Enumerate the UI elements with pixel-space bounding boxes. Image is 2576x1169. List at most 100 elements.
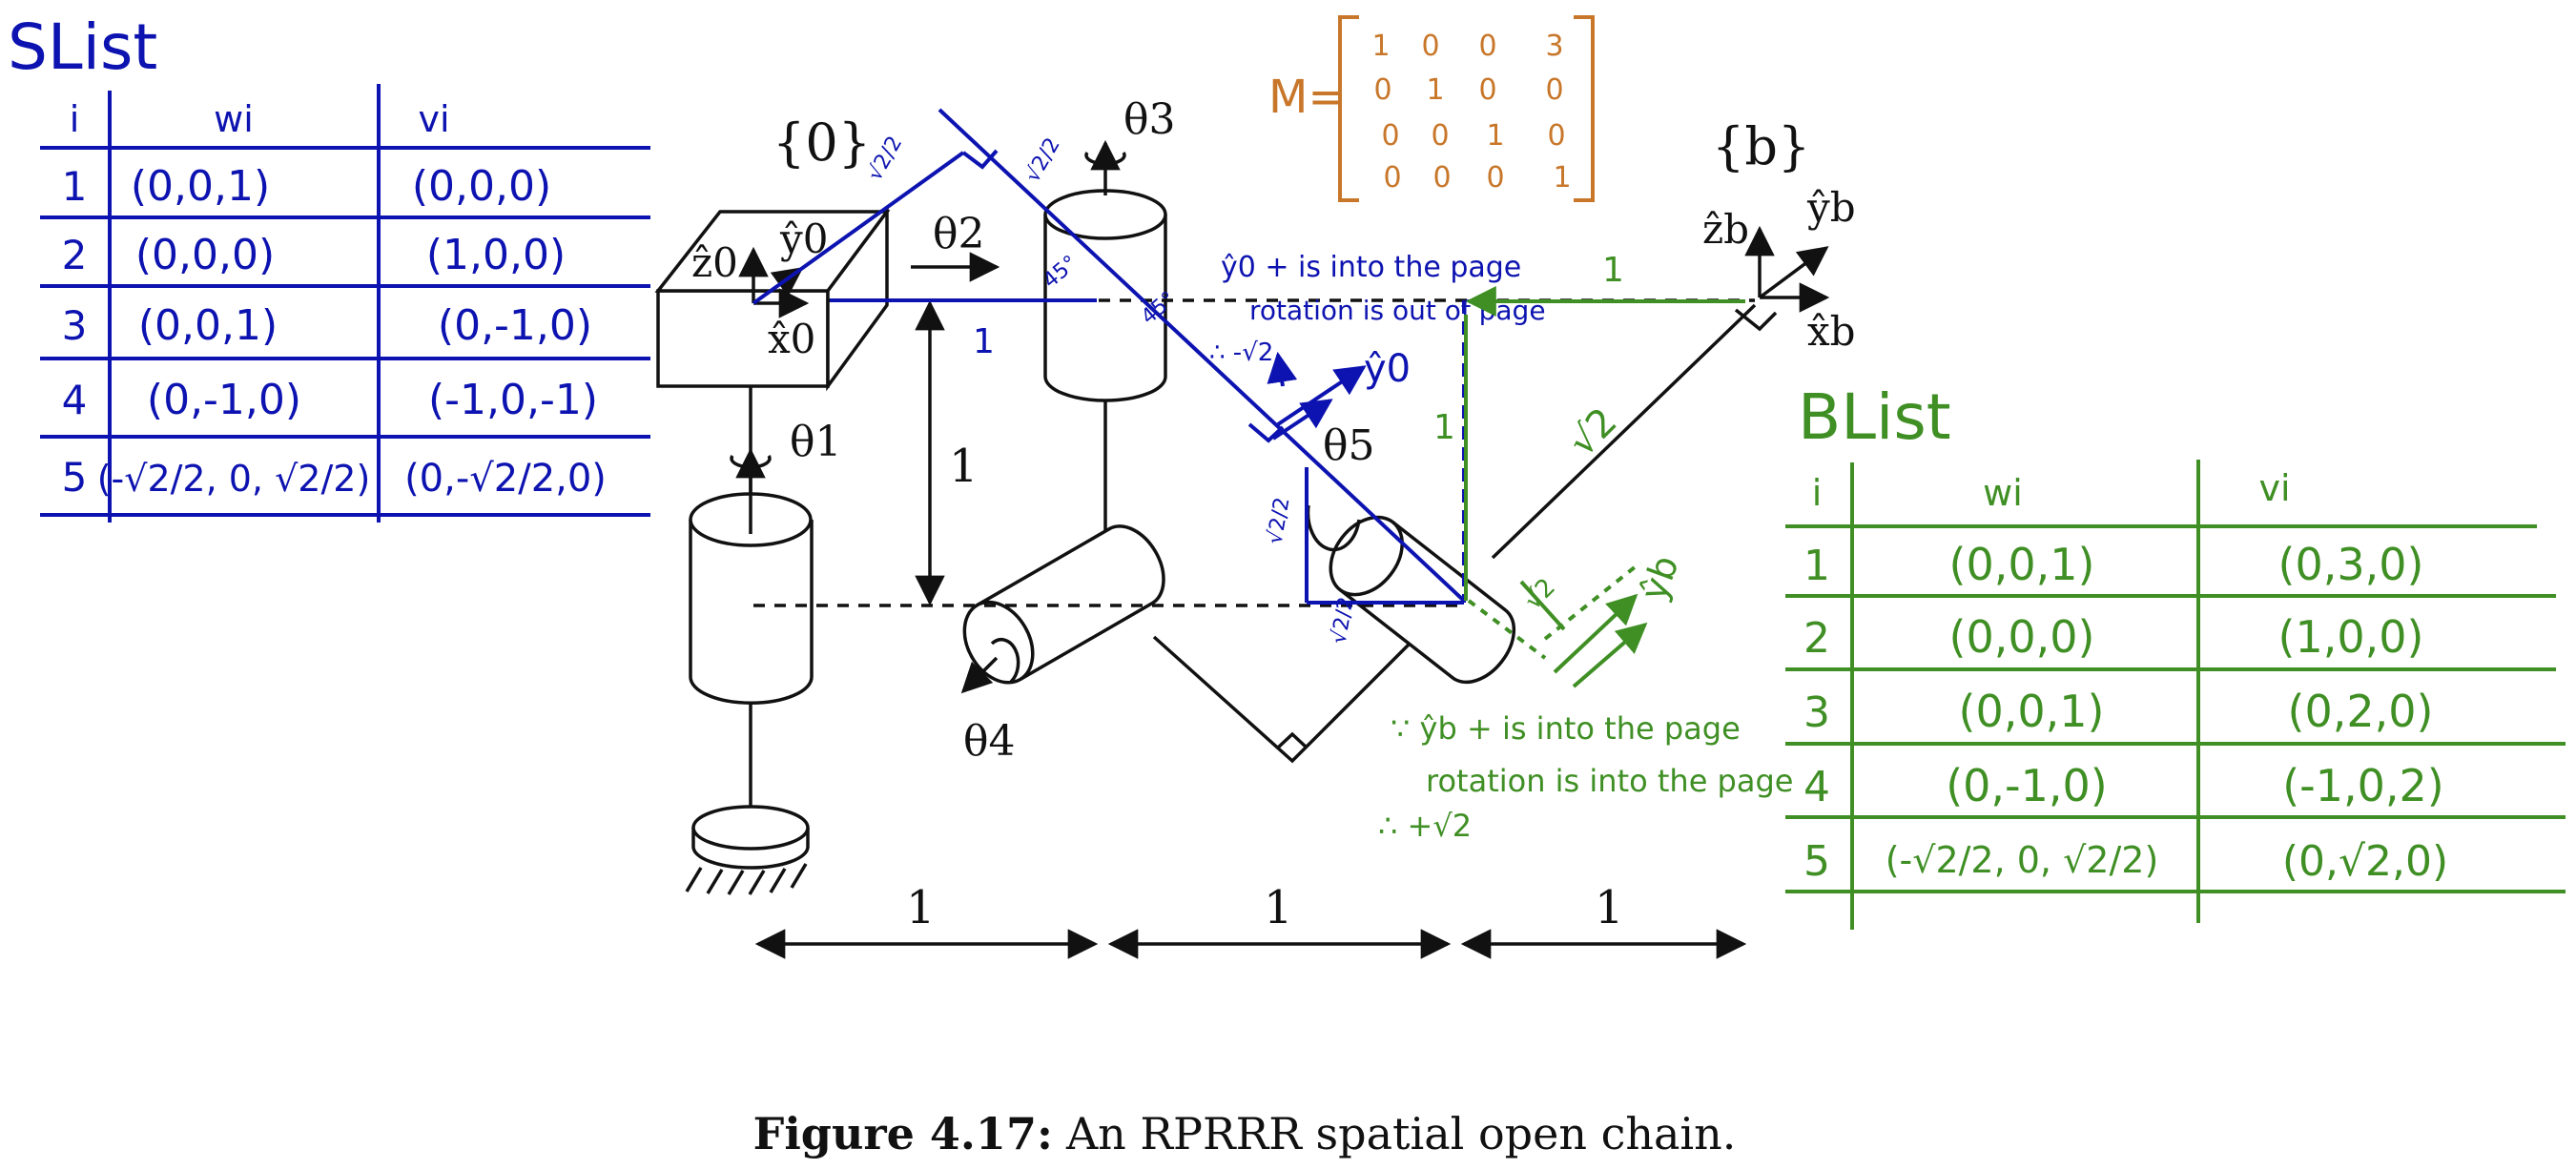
blist-row-w: (-√2/2, 0, √2/2)	[1886, 839, 2159, 881]
theta3-rotation-arrow	[1084, 151, 1126, 166]
blue-diagonal-main	[938, 108, 1466, 603]
slist-table: SList i wi vi 1 (0,0,1) (0,0,0) 2 (0,0,0…	[8, 10, 650, 523]
end-link	[1491, 303, 1757, 560]
m-cell: 0	[1381, 119, 1399, 153]
blue-note-line3: ∴ -√2	[1209, 338, 1273, 367]
slist-grid	[40, 84, 650, 523]
m-cell: 1	[1553, 161, 1571, 195]
green-note-line2: rotation is into the page	[1426, 763, 1793, 799]
m-cell: 1	[1486, 119, 1504, 153]
z0-label: ẑ0	[691, 239, 738, 286]
x0-label: x̂0	[768, 316, 815, 362]
wrist-link	[1152, 635, 1418, 764]
slist-row-w: (0,0,1)	[138, 301, 278, 350]
blist-table: BList i wi vi 1 (0,0,1) (0,3,0) 2 (0,0,0…	[1785, 380, 2566, 930]
blue-note-line2: rotation is out of page	[1249, 295, 1546, 326]
slist-row-v: (0,-√2/2,0)	[404, 457, 607, 501]
blue-small-arrow	[1271, 399, 1333, 441]
blist-row-w: (0,0,1)	[1949, 539, 2095, 590]
blue-up-arrow	[1267, 351, 1298, 387]
figure-caption: Figure 4.17:An RPRRR spatial open chain.	[753, 1108, 1737, 1159]
m-cell: 0	[1478, 30, 1496, 63]
right-angle-mark	[1276, 731, 1309, 749]
blist-header-i: i	[1812, 472, 1823, 514]
blist-row-v: (0,2,0)	[2288, 686, 2434, 737]
blist-row-w: (0,0,1)	[1959, 686, 2105, 737]
blue-note-line1: ŷ0 + is into the page	[1221, 251, 1521, 284]
blist-row-index: 5	[1803, 837, 1830, 886]
bottom-dimension-label-2: 1	[1264, 881, 1293, 934]
yb-label: ŷb	[1806, 184, 1856, 231]
green-sqrt2-small-label: √2	[1518, 573, 1561, 616]
m-cell: 3	[1545, 30, 1563, 63]
blist-row-index: 1	[1803, 542, 1830, 590]
blist-title: BList	[1798, 380, 1951, 454]
green-small-arrow	[1572, 622, 1648, 688]
blue-right-angle-top	[961, 149, 999, 170]
base-frame-label: {0}	[773, 113, 871, 173]
robot-mechanism	[654, 139, 1830, 959]
slist-row-w: (0,0,0)	[135, 231, 275, 279]
m-cell: 0	[1373, 73, 1391, 107]
zb-label: ẑb	[1702, 206, 1749, 253]
green-tick	[1519, 580, 1566, 631]
green-one-side-label: 1	[1433, 408, 1455, 447]
slist-row-index: 1	[62, 163, 88, 210]
m-cell: 0	[1478, 73, 1496, 107]
yb-axis-arrow	[1758, 246, 1829, 299]
m-matrix-label: M=	[1268, 71, 1347, 124]
slist-title: SList	[8, 10, 157, 84]
theta5-rotation-arrow	[1306, 504, 1361, 552]
vertical-dimension-label: 1	[949, 440, 979, 493]
end-right-angle	[1734, 308, 1778, 332]
end-frame-label: {b}	[1712, 116, 1810, 176]
slist-row-v: (0,-1,0)	[438, 301, 592, 350]
body-annotations: 1 1 √2 √2 ŷb ∵ ŷb + is into the page rot…	[1378, 251, 1793, 844]
blist-row-index: 3	[1803, 688, 1830, 737]
green-note-line1: ∵ ŷb + is into the page	[1391, 710, 1741, 747]
m-cell: 0	[1547, 119, 1565, 153]
ground-base	[685, 805, 810, 895]
m-matrix-left-bracket	[1338, 15, 1359, 202]
green-note-line3: ∴ +√2	[1378, 808, 1472, 844]
joint3-cylinder	[1043, 189, 1167, 402]
green-dashed-offset	[1467, 599, 1547, 660]
slist-row-w: (-√2/2, 0, √2/2)	[97, 458, 371, 500]
slist-row-index: 4	[62, 377, 88, 423]
joint4-axis-arrow	[960, 656, 999, 694]
blist-header-vi: vi	[2258, 467, 2290, 509]
m-cell: 1	[1426, 73, 1444, 107]
bottom-dimension-label-1: 1	[906, 881, 936, 934]
m-cell: 1	[1371, 30, 1390, 63]
m-matrix: M= 1 0 0 3 0 1 0 0 0 0 1 0 0 0 0 1	[1268, 15, 1595, 202]
green-dashed-cross	[1543, 561, 1642, 641]
slist-header-vi: vi	[418, 98, 449, 140]
blue-one-label: 1	[973, 322, 995, 361]
theta1-rotation-arrow	[730, 454, 772, 469]
mechanism-labels: {0} {b} ẑ0 ŷ0 x̂0 ẑb ŷb x̂b θ1 θ2 θ3 θ4 …	[691, 95, 1856, 934]
slist-row-w: (0,0,1)	[131, 162, 270, 211]
blist-row-w: (0,-1,0)	[1946, 760, 2108, 811]
theta3-label: θ3	[1123, 95, 1175, 144]
theta5-label: θ5	[1323, 421, 1374, 470]
slist-row-index: 5	[62, 454, 88, 501]
blist-row-v: (0,√2,0)	[2282, 837, 2448, 886]
blue-diagonal-upper	[752, 151, 965, 305]
slist-header-wi: wi	[214, 98, 254, 140]
slist-header-i: i	[70, 98, 80, 140]
m-cell: 0	[1432, 161, 1451, 195]
blist-row-w: (0,0,0)	[1949, 611, 2095, 663]
blist-row-v: (1,0,0)	[2278, 611, 2424, 663]
blue-sqrt2-label-b: √2/2	[1020, 133, 1064, 186]
m-cell: 0	[1431, 119, 1449, 153]
slist-row-v: (-1,0,-1)	[428, 376, 598, 424]
bottom-dimension-label-3: 1	[1595, 881, 1624, 934]
xb-label: x̂b	[1807, 308, 1856, 355]
slist-row-index: 2	[62, 232, 88, 278]
green-yb-hat-label: ŷb	[1632, 550, 1686, 606]
theta4-rotation-arrow	[990, 638, 1020, 684]
caption-text: An RPRRR spatial open chain.	[1065, 1108, 1736, 1159]
green-sqrt2-label: √2	[1560, 400, 1626, 465]
m-cell: 0	[1486, 161, 1504, 195]
